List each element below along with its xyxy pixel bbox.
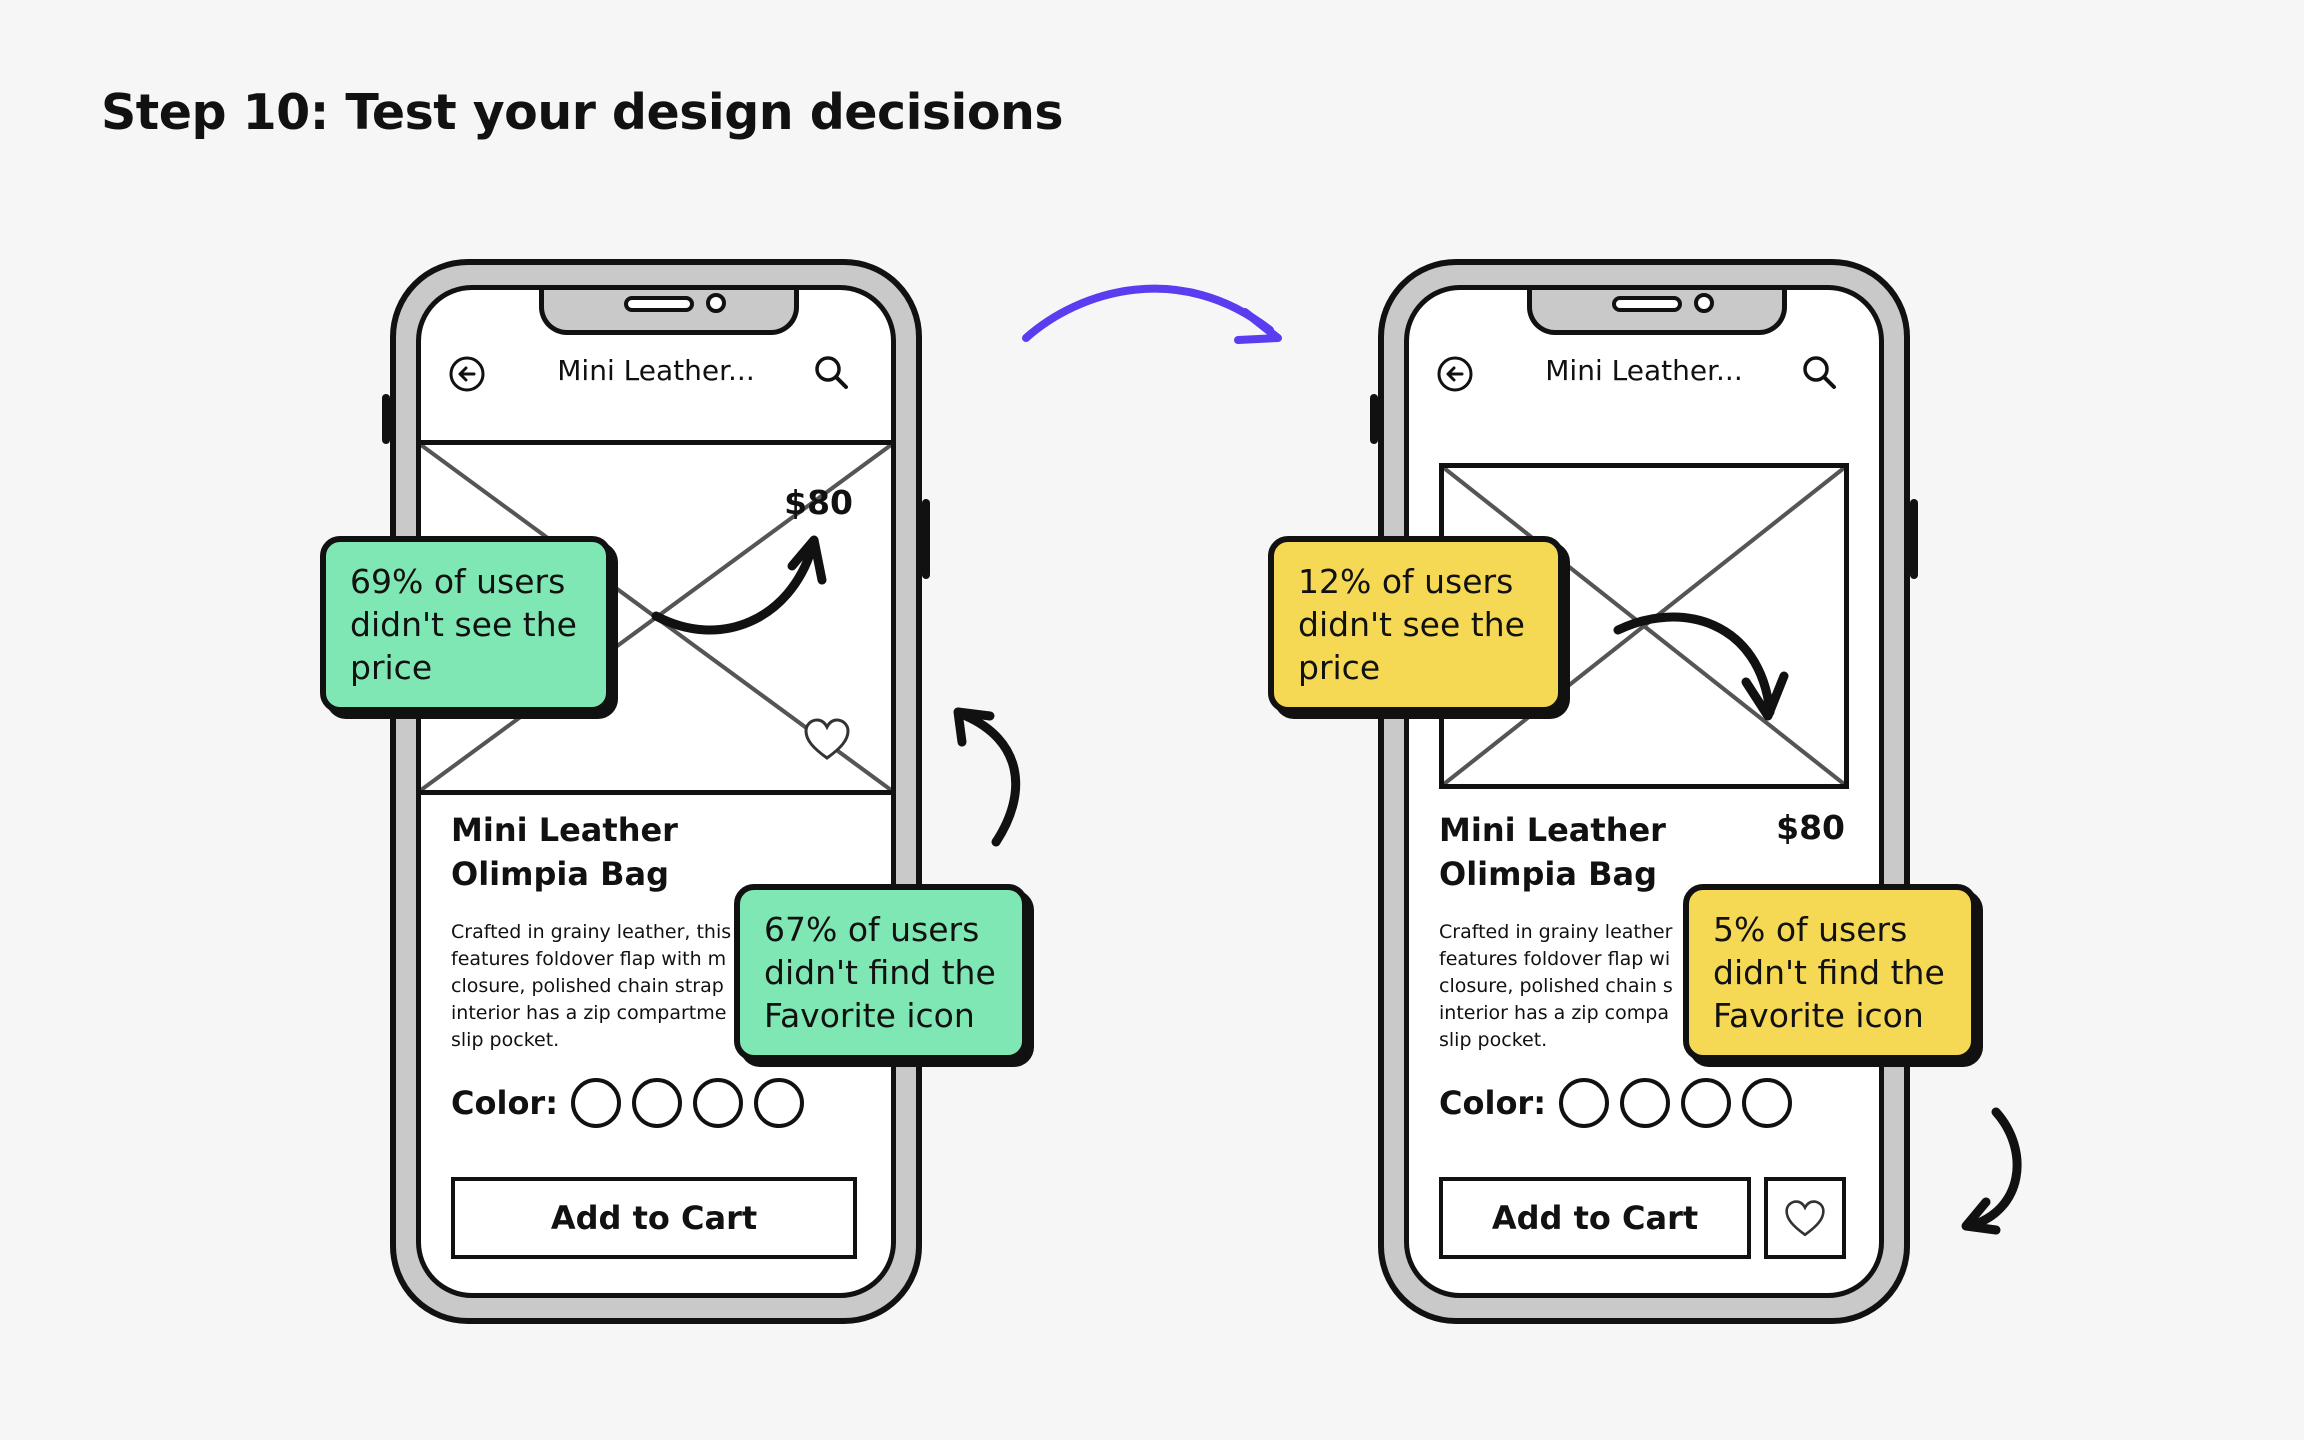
note-line: 67% of users xyxy=(764,910,980,949)
note-line: didn't find the xyxy=(1713,953,1945,992)
camera xyxy=(706,293,726,313)
product-name-line: Olimpia Bag xyxy=(451,855,669,893)
product-description: Crafted in grainy leather features foldo… xyxy=(1439,919,1829,1054)
transition-arrow xyxy=(1022,284,1274,342)
color-swatch[interactable] xyxy=(1681,1078,1731,1128)
product-name-line: Olimpia Bag xyxy=(1439,855,1657,893)
favorite-arrow-head xyxy=(953,707,995,747)
note-line: didn't see the xyxy=(1298,605,1525,644)
note-favorite-after: 5% of users didn't find the Favorite ico… xyxy=(1683,884,1977,1061)
description-line: interior has a zip compartme xyxy=(451,1002,727,1024)
description-line: features foldover flap with m xyxy=(451,948,727,970)
description-line: Crafted in grainy leather, this xyxy=(451,921,732,943)
phone-notch xyxy=(1527,290,1787,335)
color-swatch[interactable] xyxy=(754,1078,804,1128)
add-to-cart-button[interactable]: Add to Cart xyxy=(451,1177,857,1259)
note-price-before: 69% of users didn't see the price xyxy=(320,536,612,713)
note-line: price xyxy=(1298,648,1381,687)
note-line: didn't find the xyxy=(764,953,996,992)
speaker xyxy=(624,296,694,312)
color-swatch[interactable] xyxy=(1559,1078,1609,1128)
phone-after: Mini Leather... Mini Leather Olimpia Bag… xyxy=(1370,259,1918,1324)
favorite-arrow xyxy=(1965,1107,2022,1231)
color-label: Color: xyxy=(451,1084,558,1122)
speaker xyxy=(1612,296,1682,312)
side-button xyxy=(1370,394,1378,444)
phone-notch xyxy=(539,290,799,335)
note-line: 12% of users xyxy=(1298,562,1514,601)
nav-title: Mini Leather... xyxy=(1545,354,1743,387)
color-swatch[interactable] xyxy=(1620,1078,1670,1128)
description-line: closure, polished chain strap xyxy=(451,975,724,997)
side-button xyxy=(1910,499,1918,579)
note-favorite-before: 67% of users didn't find the Favorite ic… xyxy=(734,884,1028,1061)
product-name: Mini Leather Olimpia Bag xyxy=(1439,808,1666,896)
phone-screen: Mini Leather... $80 Mini Leather Olimpia… xyxy=(416,285,896,1298)
search-icon[interactable] xyxy=(811,352,851,392)
favorite-arrow xyxy=(961,711,1021,847)
transition-arrow-head xyxy=(1234,308,1282,344)
color-swatch[interactable] xyxy=(1742,1078,1792,1128)
product-description: Crafted in grainy leather, this features… xyxy=(451,919,841,1054)
note-price-after: 12% of users didn't see the price xyxy=(1268,536,1564,713)
color-label: Color: xyxy=(1439,1084,1546,1122)
description-line: slip pocket. xyxy=(1439,1029,1548,1051)
nav-bar: Mini Leather... xyxy=(1409,340,1879,400)
back-arrow-icon[interactable] xyxy=(1435,354,1475,394)
description-line: interior has a zip compa xyxy=(1439,1002,1669,1024)
product-name-line: Mini Leather xyxy=(1439,811,1666,849)
description-line: closure, polished chain s xyxy=(1439,975,1673,997)
product-image-placeholder xyxy=(1439,463,1849,789)
phone-screen: Mini Leather... Mini Leather Olimpia Bag… xyxy=(1404,285,1884,1298)
color-swatch[interactable] xyxy=(571,1078,621,1128)
price-label: $80 xyxy=(784,483,853,522)
back-arrow-icon[interactable] xyxy=(447,354,487,394)
favorite-button[interactable] xyxy=(1764,1177,1846,1259)
camera xyxy=(1694,293,1714,313)
favorite-arrow-head xyxy=(1961,1197,2001,1235)
note-line: didn't see the xyxy=(350,605,577,644)
description-line: slip pocket. xyxy=(451,1029,560,1051)
product-name-line: Mini Leather xyxy=(451,811,678,849)
note-line: Favorite icon xyxy=(1713,996,1924,1035)
heart-icon xyxy=(1785,1200,1825,1237)
heart-icon[interactable] xyxy=(803,718,851,762)
side-button xyxy=(382,394,390,444)
price-label: $80 xyxy=(1776,808,1845,847)
description-line: Crafted in grainy leather xyxy=(1439,921,1673,943)
product-name: Mini Leather Olimpia Bag xyxy=(451,808,678,896)
note-line: 5% of users xyxy=(1713,910,1908,949)
search-icon[interactable] xyxy=(1799,352,1839,392)
color-swatch[interactable] xyxy=(693,1078,743,1128)
nav-title: Mini Leather... xyxy=(557,354,755,387)
note-line: Favorite icon xyxy=(764,996,975,1035)
note-line: price xyxy=(350,648,433,687)
note-line: 69% of users xyxy=(350,562,566,601)
side-button xyxy=(922,499,930,579)
step-title: Step 10: Test your design decisions xyxy=(101,84,1064,141)
phone-before: Mini Leather... $80 Mini Leather Olimpia… xyxy=(382,259,930,1324)
add-to-cart-button[interactable]: Add to Cart xyxy=(1439,1177,1751,1259)
nav-bar: Mini Leather... xyxy=(421,340,891,400)
color-swatch[interactable] xyxy=(632,1078,682,1128)
description-line: features foldover flap wi xyxy=(1439,948,1671,970)
